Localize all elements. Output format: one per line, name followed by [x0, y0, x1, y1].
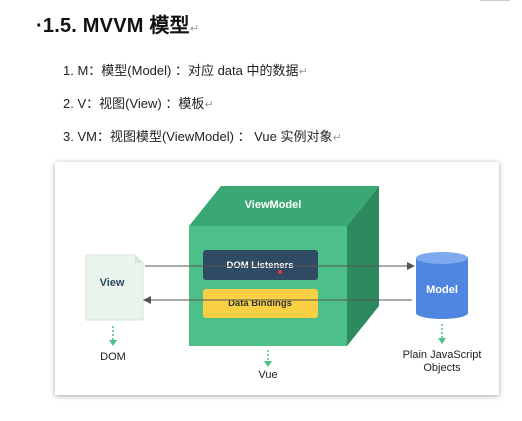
paragraph-mark-icon: ↵ [189, 23, 200, 35]
heading-bullet: · [36, 15, 43, 37]
paragraph-mark-icon: ↵ [204, 99, 214, 111]
page-edge [480, 0, 510, 1]
model-js-arrowhead-icon [438, 338, 446, 344]
mvvm-diagram-svg: View ViewModel DOM Listeners Data Bindin… [85, 186, 468, 367]
item-text: 1. M：模型(Model) ：对应 data 中的数据 [63, 63, 299, 78]
mvvm-item-view: 2. V：视图(View) ：模板↵ [63, 93, 214, 112]
dom-listeners-box [203, 250, 318, 280]
item-text: 2. V：视图(View) ：模板 [63, 96, 205, 111]
model-database-icon [416, 252, 468, 319]
item-text: 3. VM：视图模型(ViewModel) ： Vue 实例对象 [63, 129, 333, 144]
listener-dot-icon [278, 270, 282, 274]
mvvm-item-model: 1. M：模型(Model) ：对应 data 中的数据↵ [63, 60, 308, 79]
view-document-icon [85, 254, 144, 321]
data-bindings-box [203, 289, 318, 318]
data-bindings-label: Data Bindings [228, 298, 292, 309]
plain-js-line1: Plain JavaScript [402, 349, 482, 361]
dom-caption: DOM [100, 351, 126, 363]
model-label: Model [426, 284, 458, 296]
left-arrowhead-icon [143, 296, 151, 304]
viewmodel-title: ViewModel [245, 199, 302, 211]
view-dom-arrowhead-icon [109, 340, 117, 346]
plain-js-caption: Plain JavaScript Objects [392, 349, 492, 375]
right-arrowhead-icon [407, 262, 415, 270]
paragraph-mark-icon: ↵ [298, 66, 308, 78]
plain-js-line2: Objects [423, 362, 461, 374]
vue-caption: Vue [258, 369, 278, 381]
mvvm-diagram: View ViewModel DOM Listeners Data Bindin… [55, 162, 499, 395]
paragraph-mark-icon: ↵ [332, 132, 342, 144]
heading-text: 1.5. MVVM 模型 [42, 15, 190, 37]
section-heading: ·1.5. MVVM 模型↵ [36, 9, 199, 38]
mvvm-item-viewmodel: 3. VM：视图模型(ViewModel) ： Vue 实例对象↵ [63, 126, 342, 145]
view-label: View [100, 277, 125, 289]
vue-arrowhead-icon [264, 361, 272, 367]
